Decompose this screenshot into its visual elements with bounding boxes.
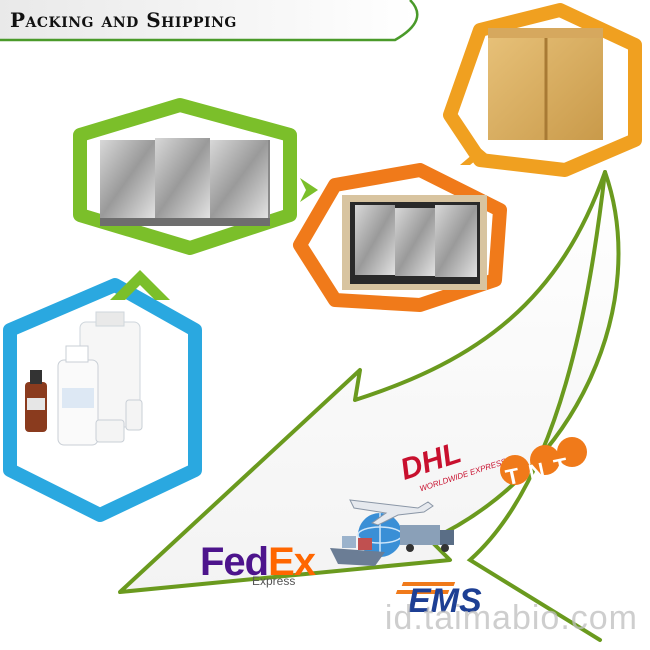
foil-bag-icon bbox=[100, 138, 270, 226]
truck-icon bbox=[400, 525, 454, 552]
fedex-fed: Fed bbox=[200, 540, 268, 584]
fedex-ex: Ex bbox=[268, 540, 316, 584]
airplane-icon bbox=[349, 499, 434, 526]
bottle-icon bbox=[25, 311, 143, 446]
box-icon bbox=[342, 195, 487, 290]
hex-carton bbox=[443, 3, 642, 177]
ship-icon bbox=[330, 536, 385, 566]
chevron-up-icon bbox=[110, 270, 170, 300]
banner-shape bbox=[0, 0, 419, 42]
header-banner: Packing and Shipping bbox=[0, 0, 430, 48]
carton-icon bbox=[488, 28, 603, 140]
transport-cluster bbox=[330, 499, 454, 566]
svg-text:FedEx: FedEx bbox=[200, 540, 316, 584]
shipping-arrow bbox=[118, 170, 621, 594]
shipping-arrow-tail bbox=[466, 170, 607, 642]
chevron-up-icon bbox=[460, 148, 500, 165]
fedex-service: Express bbox=[252, 574, 295, 588]
page-title: Packing and Shipping bbox=[10, 8, 237, 32]
chevron-right-icon bbox=[300, 178, 318, 202]
hex-bottles bbox=[3, 278, 202, 522]
hex-foil-bags bbox=[73, 98, 297, 300]
ems-logo: EMS bbox=[395, 582, 482, 620]
ems-name: EMS bbox=[408, 582, 482, 620]
hex-box-foil bbox=[293, 163, 507, 312]
fedex-logo: FedEx Express bbox=[200, 540, 317, 588]
watermark: id.taimabio.com bbox=[384, 599, 638, 637]
